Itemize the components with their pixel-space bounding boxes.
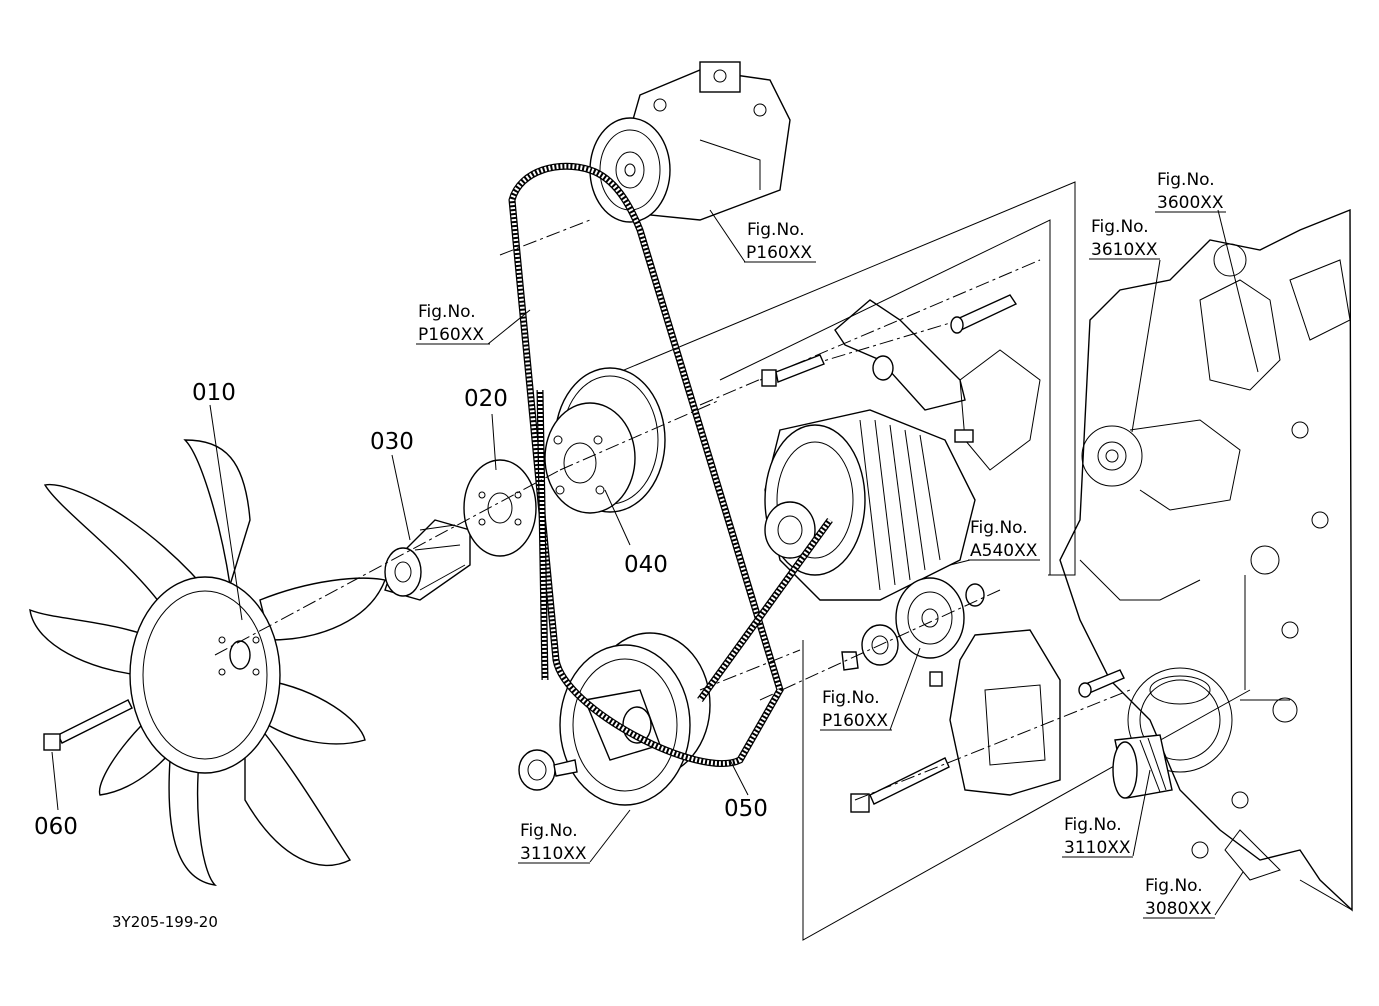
fig-ref-title: Fig.No. [1145, 876, 1203, 896]
ac-compressor [589, 61, 791, 223]
fig-ref-title: Fig.No. [970, 518, 1028, 538]
v-belt [508, 162, 833, 767]
fan-drive-pulley [544, 367, 666, 514]
fig-ref-code: P160XX [746, 243, 812, 263]
fig-ref-3610xx: Fig.No. 3610XX [1089, 217, 1160, 260]
fig-ref-code: 3600XX [1157, 193, 1224, 213]
fig-ref-code: A540XX [970, 541, 1038, 561]
fig-ref-code: 3080XX [1145, 899, 1212, 919]
callout-060: 060 [34, 814, 78, 840]
fig-ref-code: 3610XX [1091, 240, 1158, 260]
fig-ref-title: Fig.No. [418, 302, 476, 322]
cooling-fan [29, 439, 386, 886]
leader-lines [51, 209, 1259, 916]
fan-bolt [43, 699, 133, 751]
fig-ref-title: Fig.No. [822, 688, 880, 708]
fig-ref-code: P160XX [822, 711, 888, 731]
callout-numbers: 010 020 030 040 050 060 [34, 380, 768, 840]
engine-block [959, 208, 1353, 912]
fig-ref-code: 3110XX [1064, 838, 1131, 858]
fig-ref-title: Fig.No. [1157, 170, 1215, 190]
callout-040: 040 [624, 552, 668, 578]
fig-ref-a540xx: Fig.No. A540XX [968, 518, 1040, 561]
fig-ref-p160xx-middle: Fig.No. P160XX [820, 688, 892, 731]
exploded-frame-lines [599, 181, 1290, 941]
idler-pulley [759, 577, 1001, 701]
tensioner-bracket [850, 629, 1131, 813]
fig-ref-3110xx-right: Fig.No. 3110XX [1062, 815, 1133, 858]
fig-ref-p160xx-top: Fig.No. P160XX [744, 220, 816, 263]
fig-ref-title: Fig.No. [1064, 815, 1122, 835]
fig-ref-title: Fig.No. [520, 821, 578, 841]
fig-ref-p160xx-left: Fig.No. P160XX [416, 302, 490, 345]
callout-030: 030 [370, 429, 414, 455]
fig-ref-code: 3110XX [520, 844, 587, 864]
fig-ref-title: Fig.No. [1091, 217, 1149, 237]
fan-spacer [384, 519, 471, 601]
fig-ref-3110xx-left: Fig.No. 3110XX [518, 821, 590, 864]
callout-010: 010 [192, 380, 236, 406]
alternator-bracket [699, 259, 1041, 411]
alternator [764, 409, 976, 601]
fig-ref-3600xx: Fig.No. 3600XX [1155, 170, 1226, 213]
fig-ref-3080xx: Fig.No. 3080XX [1143, 876, 1215, 919]
axis-lines [214, 219, 801, 691]
callout-020: 020 [464, 386, 508, 412]
fan-flange-plate [463, 459, 537, 557]
drawing-code: 3Y205-199-20 [112, 913, 218, 931]
fig-ref-title: Fig.No. [747, 220, 805, 240]
fig-ref-code: P160XX [418, 325, 484, 345]
callout-050: 050 [724, 796, 768, 822]
